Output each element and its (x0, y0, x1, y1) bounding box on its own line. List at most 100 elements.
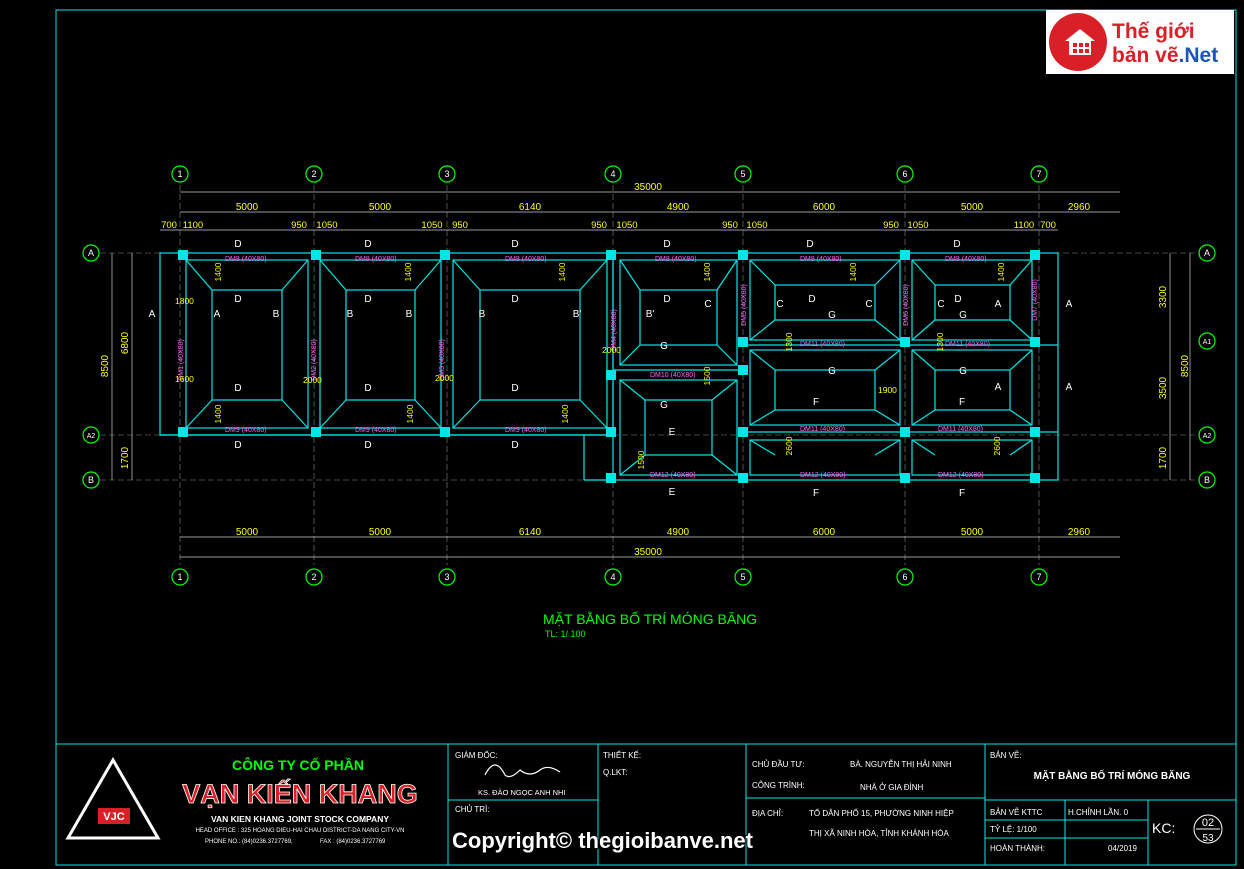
section-mark: D (806, 239, 813, 250)
beam-label: DM8 (40X80) (225, 256, 267, 263)
section-mark: B (479, 309, 486, 320)
section-mark: E (669, 427, 676, 438)
grid-col-label: 3 (444, 169, 449, 179)
watermark-line2b: .Net (1178, 44, 1219, 67)
beam-label: DM8 (40X80) (355, 256, 397, 263)
house-logo-circle (1049, 13, 1107, 71)
section-mark: D (511, 239, 518, 250)
beam-label: DM5 (40X80) (741, 284, 748, 326)
beam-label: DM8 (40X80) (505, 256, 547, 263)
section-mark: D (663, 294, 670, 305)
span-dimension: 6140 (519, 202, 542, 213)
section-mark: C (937, 299, 944, 310)
offset-dimension: 1050 (421, 220, 442, 231)
section-mark: D (234, 383, 241, 394)
grid-col-label: 5 (740, 169, 745, 179)
director-label: GIÁM ĐỐC: (455, 750, 498, 760)
director-name: KS. ĐÀO NGỌC ANH NHI (478, 788, 566, 797)
sheet-title: MẶT BẰNG BỐ TRÍ MÓNG BĂNG (1034, 768, 1191, 782)
sheet-number-circle (1193, 814, 1223, 844)
inner-dimension: 1500 (702, 366, 712, 385)
section-mark: A (1066, 382, 1073, 393)
section-mark: E (669, 487, 676, 498)
vertical-dimension: 8500 (1180, 354, 1191, 377)
address-line1: TỔ DÂN PHỐ 15, PHƯỜNG NINH HIỆP (809, 808, 954, 818)
grid-row-label: A1 (1203, 339, 1212, 346)
section-mark: G (828, 366, 836, 377)
vertical-dimension: 6800 (120, 331, 131, 354)
inner-dimension: 1900 (878, 385, 897, 395)
grid-row-label: A (1204, 248, 1210, 258)
section-mark: D (364, 440, 371, 451)
offset-dimension: 1100 (1014, 220, 1034, 231)
beam-label: DM8 (40X80) (945, 256, 987, 263)
section-mark: G (660, 341, 668, 352)
sheet-border (55, 9, 1237, 866)
beam-label: DM3 (40X80) (439, 339, 446, 381)
complete-label: HOÀN THÀNH: (990, 844, 1045, 853)
section-mark: D (364, 294, 371, 305)
inner-dimension: 1400 (213, 262, 223, 281)
overall-dimension: 35000 (634, 182, 662, 193)
beam-label: DM8 (40X80) (655, 256, 697, 263)
vertical-dimension: 3500 (1158, 376, 1169, 399)
span-dimension: 4900 (667, 527, 690, 538)
sheet-no: 02 (1202, 817, 1214, 829)
section-mark: G (959, 310, 967, 321)
beam-label: DM8 (40X80) (800, 256, 842, 263)
offset-dimension: 1100 (183, 220, 203, 231)
complete-value: 04/2019 (1108, 844, 1137, 853)
watermark-line2: bản vẽ.Net (1112, 44, 1218, 68)
grid-col-label: 3 (444, 572, 449, 582)
kc-label: KC: (1152, 820, 1175, 836)
span-dimension: 6000 (813, 202, 836, 213)
beam-label: DM9 (40X80) (225, 427, 267, 434)
inner-dimension: 1400 (702, 262, 712, 281)
inner-dimension: 1800 (175, 296, 194, 306)
span-dimension: 5000 (236, 527, 259, 538)
section-mark: B (273, 309, 280, 320)
inner-dimension: 1400 (213, 404, 223, 423)
section-mark: D (953, 239, 960, 250)
grid-col-label: 6 (902, 572, 907, 582)
span-dimension: 2960 (1068, 527, 1091, 538)
address-line2: THỊ XÃ NINH HÒA, TỈNH KHÁNH HÒA (809, 829, 950, 838)
inner-dimension: 2600 (992, 436, 1002, 455)
section-mark: F (959, 488, 965, 499)
section-mark: G (959, 366, 967, 377)
watermark-logo: Thế giới bản vẽ.Net (1046, 10, 1234, 74)
beam-label: DM4 (40X80) (611, 309, 618, 351)
section-mark: G (660, 400, 668, 411)
beam-label: DM10 (40X80) (650, 372, 696, 379)
investor-value: BÀ. NGUYỄN THỊ HẢI NINH (850, 760, 952, 769)
section-mark: B (347, 309, 354, 320)
section-mark: B' (573, 309, 582, 320)
grid-col-label: 7 (1036, 169, 1041, 179)
beam-label: DM11 (40X80) (938, 426, 983, 433)
section-mark: C (865, 299, 872, 310)
span-dimension: 6140 (519, 527, 542, 538)
section-mark: A (1066, 299, 1073, 310)
span-dimension: 4900 (667, 202, 690, 213)
section-mark: D (808, 294, 815, 305)
copyright-watermark: Copyright© thegioibanve.net (452, 828, 753, 853)
head-office: HEAD OFFICE : 325 HOANG DIEU-HAI CHAU DI… (196, 828, 405, 834)
section-mark: A (149, 309, 156, 320)
beam-label: DM2 (40X80) (311, 339, 318, 381)
logo-text: VJC (103, 811, 124, 823)
offset-dimension: 700 (161, 220, 177, 231)
drawing-scale: TL: 1/ 100 (545, 629, 586, 639)
offset-dimension: 1050 (316, 220, 337, 231)
sheet-total: 53 (1202, 833, 1214, 844)
section-mark: D (511, 294, 518, 305)
vertical-dimension: 3300 (1158, 285, 1169, 308)
section-mark: A (995, 382, 1002, 393)
section-mark: C (776, 299, 783, 310)
project-label: CÔNG TRÌNH: (752, 781, 805, 790)
grid-col-label: 7 (1036, 572, 1041, 582)
section-mark: B (406, 309, 413, 320)
grid-row-label: A2 (87, 433, 96, 440)
watermark-line1: Thế giới (1112, 20, 1195, 43)
section-mark: D (364, 239, 371, 250)
drawing-title: MẶT BẰNG BỐ TRÍ MÓNG BĂNG (543, 610, 757, 627)
